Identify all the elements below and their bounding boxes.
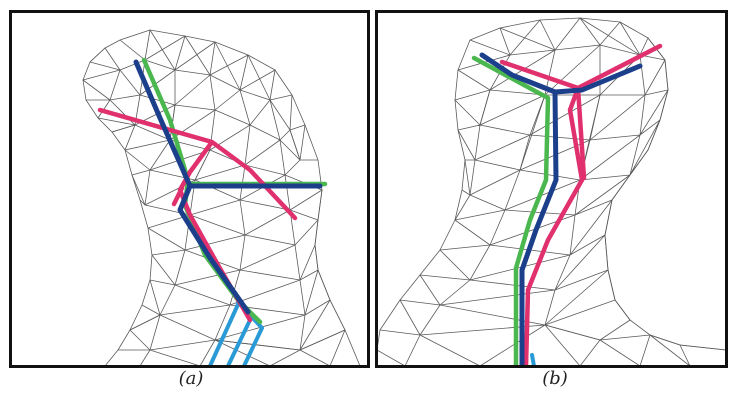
panel-a [9,10,370,368]
panel-a-mesh [82,29,361,366]
panel-a-skeleton-green [141,57,328,325]
panel-a-caption: (a) [178,368,204,389]
panel-b-frame [375,10,728,368]
panel-b [375,10,728,368]
panel-a-frame [9,10,370,368]
panel-b-skeleton-green [471,55,551,366]
panel-b-skeleton-pink [499,43,663,366]
panel-a-skeleton-pink [97,107,298,323]
panel-b-skeleton-navy [479,52,643,366]
panel-b-caption: (b) [542,368,568,389]
panel-a-skeleton-navy [133,59,323,315]
